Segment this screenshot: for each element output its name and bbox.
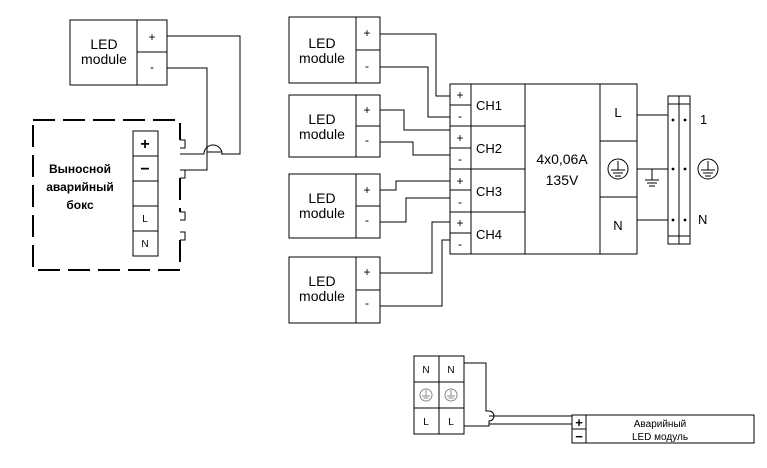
led-module-label-2: module <box>81 51 127 67</box>
svg-text:−: − <box>575 429 583 444</box>
svg-text:+: + <box>363 183 370 197</box>
terminal-plus: + <box>148 30 155 44</box>
led-module-1: LED module + - <box>288 16 381 84</box>
svg-text:LED: LED <box>308 35 335 51</box>
led-module-4: LED module + - <box>288 256 381 324</box>
svg-text:LED: LED <box>308 273 335 289</box>
bottom-terminal-block: N N L L <box>413 355 465 435</box>
svg-text:+: + <box>456 88 463 102</box>
svg-text:+: + <box>363 265 370 279</box>
svg-text:-: - <box>458 237 462 251</box>
driver-rating-voltage: 135V <box>546 172 579 188</box>
left-led-module: LED module + - <box>69 19 168 86</box>
box-plus: + <box>140 136 149 153</box>
led-module-2: LED module + - <box>288 94 381 158</box>
svg-text:module: module <box>299 205 345 221</box>
box-label-3: бокс <box>66 198 94 212</box>
terminal-label-1: 1 <box>700 112 707 127</box>
bottom-wires <box>464 362 572 427</box>
emergency-module-label-1: Аварийный <box>634 419 686 430</box>
svg-text:+: + <box>363 26 370 40</box>
svg-text:-: - <box>458 195 462 209</box>
svg-text:L: L <box>423 417 429 428</box>
svg-text:+: + <box>456 216 463 230</box>
box-label-2: аварийный <box>46 180 114 194</box>
svg-text:-: - <box>458 109 462 123</box>
svg-text:-: - <box>458 152 462 166</box>
ground-icon <box>444 388 458 402</box>
mains-wires <box>637 114 668 221</box>
driver-input-l: L <box>614 105 621 120</box>
terminal-block: 1 N <box>667 95 719 245</box>
svg-text:module: module <box>299 126 345 142</box>
channel-1: CH1 <box>476 98 502 113</box>
svg-text:+: + <box>456 174 463 188</box>
channel-2: CH2 <box>476 141 502 156</box>
svg-text:-: - <box>365 133 369 147</box>
emergency-module-label-2: LED модуль <box>632 432 688 443</box>
svg-text:-: - <box>365 213 369 227</box>
svg-text:+: + <box>575 415 583 430</box>
remote-emergency-box: + − L N Выносной аварийный бокс <box>32 119 186 271</box>
svg-text:LED: LED <box>308 111 335 127</box>
channel-4: CH4 <box>476 227 502 242</box>
box-label-1: Выносной <box>49 162 111 176</box>
svg-text:+: + <box>363 103 370 117</box>
ground-icon <box>607 158 629 180</box>
earth-icon <box>697 158 719 180</box>
channel-3: CH3 <box>476 184 502 199</box>
svg-text:module: module <box>299 50 345 66</box>
svg-text:N: N <box>422 365 429 376</box>
svg-text:L: L <box>448 417 454 428</box>
svg-text:+: + <box>456 131 463 145</box>
module-to-driver-wires <box>380 33 450 307</box>
chassis-ground-icon <box>645 169 659 187</box>
box-minus: − <box>140 161 149 178</box>
box-n: N <box>141 239 148 250</box>
driver: + - + - + - + - CH1 CH2 CH3 CH4 4x0,06A … <box>449 83 638 255</box>
left-wires <box>167 35 241 171</box>
svg-text:LED: LED <box>308 190 335 206</box>
led-module-label-1: LED <box>90 36 117 52</box>
svg-text:-: - <box>365 296 369 310</box>
emergency-led-module: + − Аварийный LED модуль <box>571 414 755 444</box>
ground-icon <box>419 388 433 402</box>
svg-text:module: module <box>299 288 345 304</box>
driver-rating-current: 4x0,06A <box>536 151 588 167</box>
terminal-minus: - <box>150 60 154 74</box>
svg-text:N: N <box>447 365 454 376</box>
led-module-3: LED module + - <box>288 173 381 239</box>
svg-text:-: - <box>365 59 369 73</box>
driver-input-n: N <box>613 218 622 233</box>
box-l: L <box>142 214 148 225</box>
terminal-label-n: N <box>698 212 707 227</box>
